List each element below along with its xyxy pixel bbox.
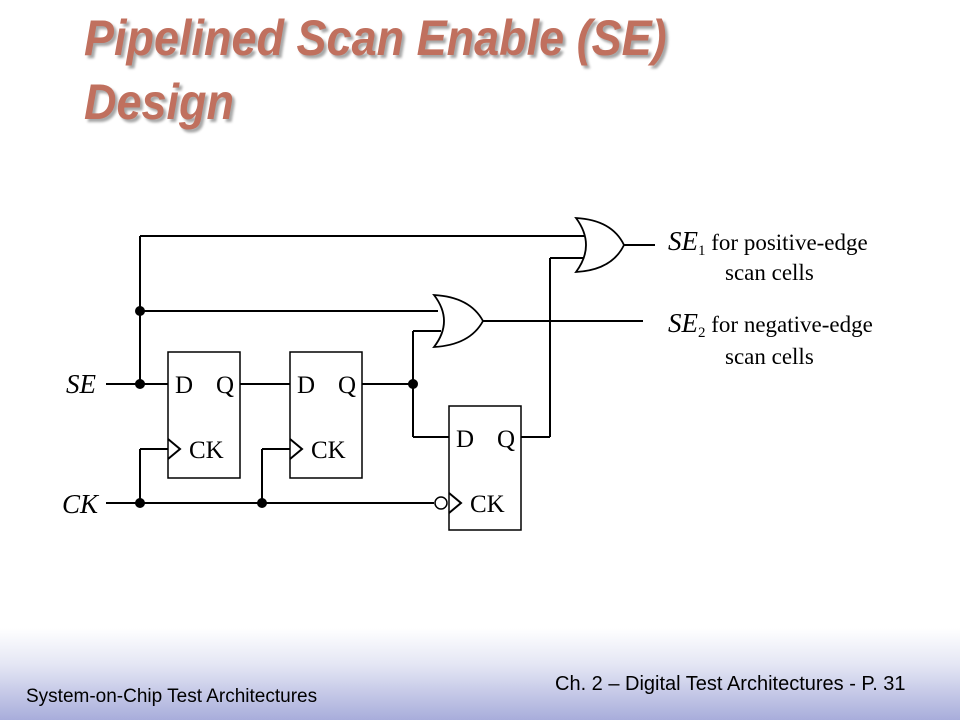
ff2-q-label: Q xyxy=(338,372,356,399)
ck-input-wire xyxy=(106,448,434,504)
ff3-d-label: D xyxy=(456,426,474,453)
se1-subscript: 1 xyxy=(698,243,706,259)
junction-dot xyxy=(135,306,145,316)
svg-text:SE2 for negative-edge: SE2 for negative-edge xyxy=(668,308,873,341)
footer-band xyxy=(0,628,960,720)
ff3-ck-label: CK xyxy=(470,491,505,518)
ff2-ck-label: CK xyxy=(311,437,346,464)
se1-name: SE xyxy=(668,226,699,256)
svg-text:SE1 for positive-edge: SE1 for positive-edge xyxy=(668,226,868,259)
se1-description-line2: scan cells xyxy=(725,260,814,285)
ff3-q-label: Q xyxy=(497,426,515,453)
se1-description: for positive-edge xyxy=(706,230,868,255)
footer-book-title: System-on-Chip Test Architectures xyxy=(26,686,318,707)
footer-chapter-page: Ch. 2 – Digital Test Architectures - P. … xyxy=(555,673,906,695)
or-gate-se1 xyxy=(574,216,625,274)
ck-input-label: CK xyxy=(62,489,100,519)
junction-dot xyxy=(135,498,145,508)
ff1-ck-label: CK xyxy=(189,437,224,464)
or-gate-se2 xyxy=(432,293,485,349)
se2-name: SE xyxy=(668,308,699,338)
flipflop-1: D Q CK xyxy=(167,351,241,479)
ff1-q-label: Q xyxy=(216,372,234,399)
se1-output-label: SE1 for positive-edge scan cells xyxy=(668,226,868,285)
flipflop-2: D Q CK xyxy=(289,351,363,479)
se2-output-label: SE2 for negative-edge scan cells xyxy=(668,308,873,369)
se2-description-line2: scan cells xyxy=(725,344,814,369)
flipflop-3: D Q CK xyxy=(434,405,522,531)
title-line-2: Design xyxy=(84,74,235,130)
inverter-bubble xyxy=(434,496,448,510)
junction-dot xyxy=(135,379,145,389)
ff3-output-wire xyxy=(521,257,584,438)
junction-dot xyxy=(408,379,418,389)
title-line-1: Pipelined Scan Enable (SE) xyxy=(84,10,667,66)
ff1-d-label: D xyxy=(175,372,193,399)
se2-subscript: 2 xyxy=(698,325,706,341)
ff2-d-label: D xyxy=(297,372,315,399)
junction-dot xyxy=(257,498,267,508)
se2-description: for negative-edge xyxy=(706,312,873,337)
se-input-label: SE xyxy=(66,369,97,399)
slide-title: Pipelined Scan Enable (SE) Design xyxy=(84,6,667,134)
